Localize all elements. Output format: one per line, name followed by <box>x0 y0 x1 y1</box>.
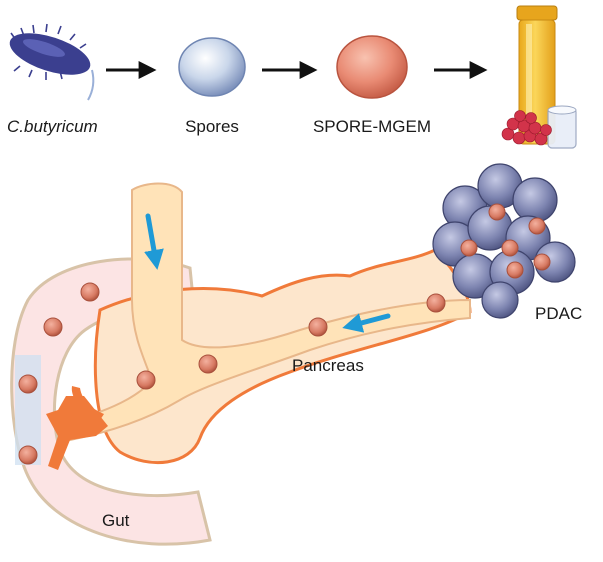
ampulla-structure <box>46 386 108 470</box>
bacterium-label: C.butyricum <box>7 117 98 136</box>
pellets-icon <box>501 110 552 146</box>
particle <box>18 445 38 465</box>
particle <box>198 354 218 374</box>
particle <box>136 370 156 390</box>
duct-structure <box>62 182 471 442</box>
pancreas-label: Pancreas <box>292 356 364 375</box>
particle <box>43 317 63 337</box>
bacterium-icon <box>9 23 95 101</box>
spores-label: Spores <box>185 117 239 136</box>
particle <box>308 317 328 337</box>
pdac-embedded-particles <box>460 203 551 279</box>
blue-flow-arrow-icon <box>144 213 164 270</box>
spore-mgem-label: SPORE-MGEM <box>313 117 431 136</box>
pdac-tumor-cluster <box>432 163 576 319</box>
particle <box>80 282 100 302</box>
spore-icon <box>178 37 246 97</box>
particles-group <box>18 282 446 465</box>
blue-flow-arrow-icon <box>342 313 391 333</box>
particle <box>18 374 38 394</box>
spore-mgem-icon <box>336 35 408 99</box>
gut-label: Gut <box>102 511 130 530</box>
vial-icon <box>516 5 577 149</box>
particle <box>426 293 446 313</box>
pdac-label: PDAC <box>535 304 582 323</box>
